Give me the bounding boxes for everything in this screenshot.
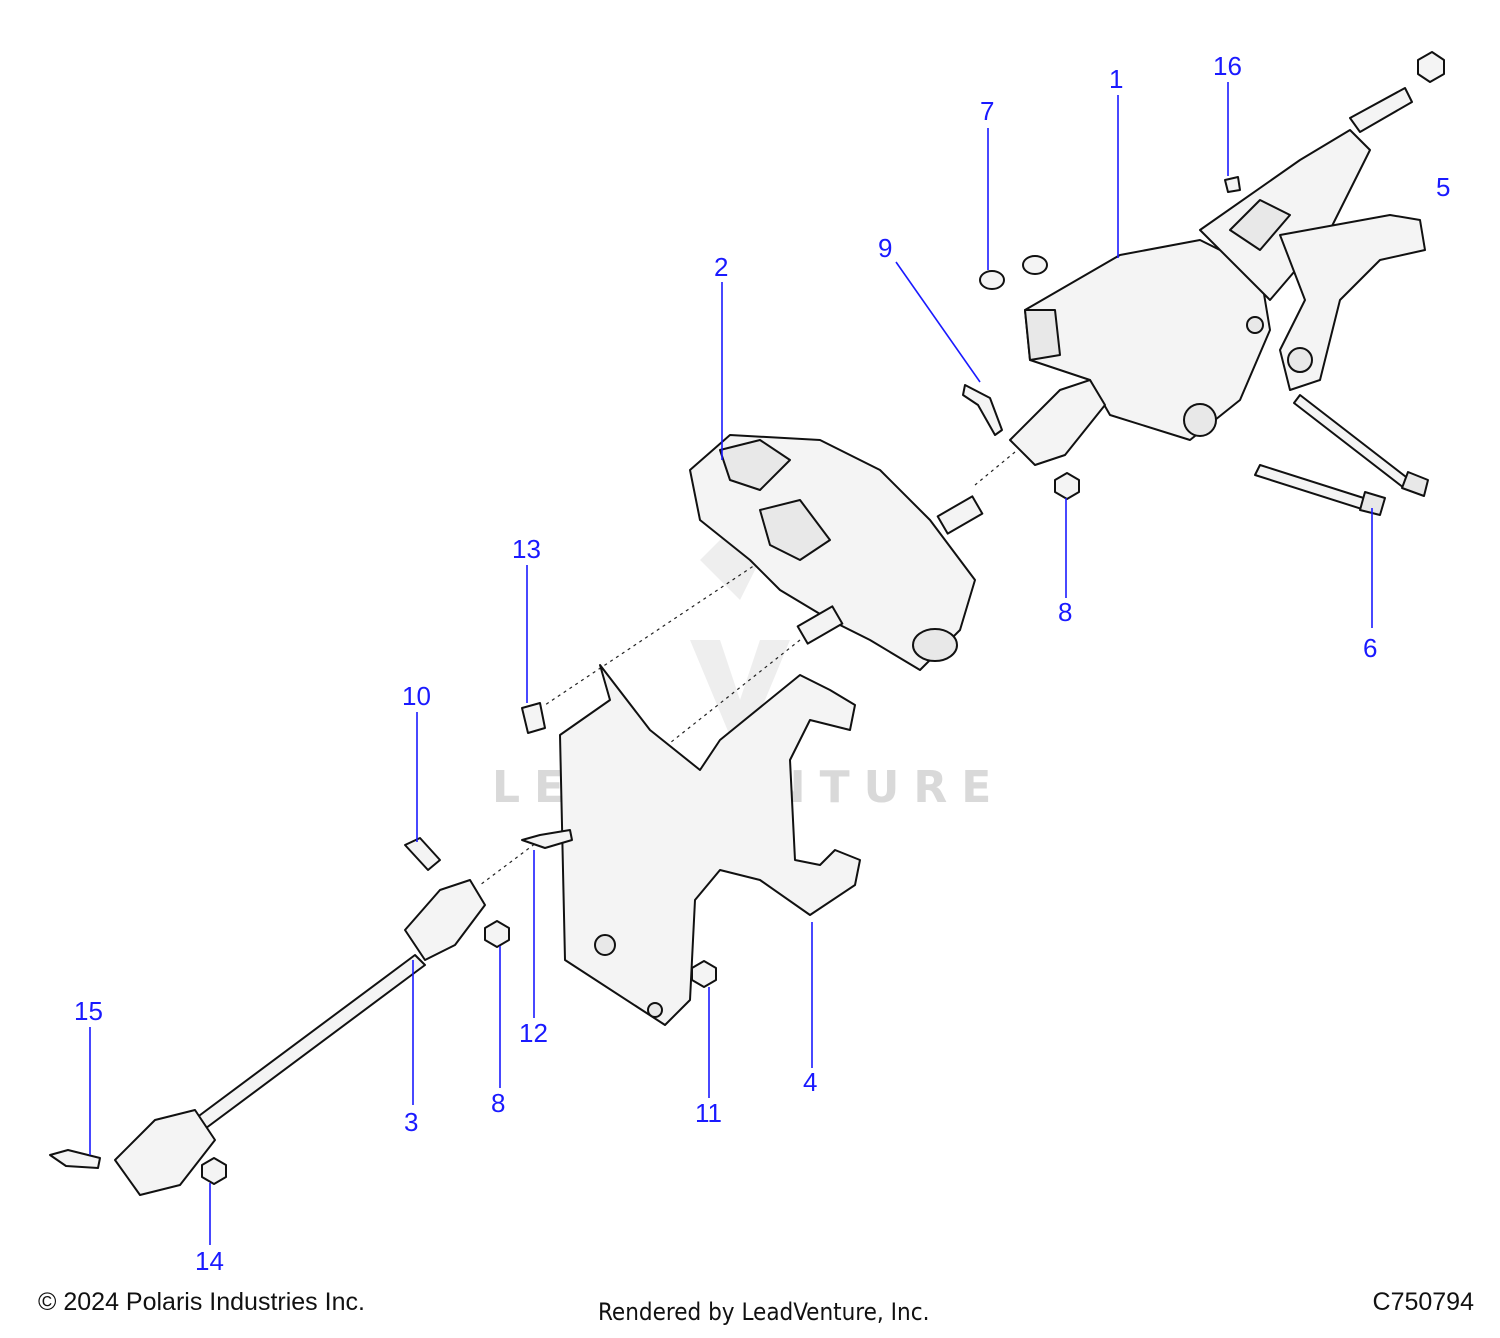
- nut: [201, 1157, 227, 1185]
- callout-16: 16: [1213, 51, 1242, 81]
- steering-column-assembly: [1009, 87, 1426, 466]
- nut: [691, 960, 717, 988]
- callout-12: 12: [519, 1018, 548, 1048]
- flange-bolt: [49, 1149, 101, 1169]
- callout-6: 6: [1363, 633, 1377, 663]
- nut: [484, 920, 510, 948]
- leader-lines: [89, 82, 1373, 1245]
- callout-4: 4: [803, 1067, 817, 1097]
- callout-5: 5: [1436, 172, 1450, 202]
- flange-bolt: [521, 829, 573, 849]
- callout-8: 8: [491, 1088, 505, 1118]
- axis-line: [974, 451, 1016, 486]
- nut: [1054, 472, 1080, 500]
- nut: [1417, 51, 1445, 83]
- callout-1: 1: [1109, 64, 1123, 94]
- callout-2: 2: [714, 252, 728, 282]
- bolt: [404, 837, 441, 871]
- axis-line: [544, 554, 771, 706]
- axis-line: [479, 839, 541, 886]
- callout-9: 9: [878, 233, 892, 263]
- bolt: [521, 702, 546, 734]
- axis-line: [559, 639, 801, 831]
- callout-11: 11: [695, 1098, 722, 1128]
- callout-8: 8: [1058, 597, 1072, 627]
- callout-15: 15: [74, 996, 103, 1026]
- washer: [979, 255, 1048, 290]
- long-bolts: [1254, 394, 1429, 516]
- power-steering-unit: [689, 434, 984, 671]
- copyright-text: © 2024 Polaris Industries Inc.: [38, 1288, 365, 1316]
- rendered-by-text: Rendered by LeadVenture, Inc.: [598, 1298, 930, 1326]
- diagram-code: C750794: [1372, 1288, 1474, 1316]
- intermediate-shaft: [114, 879, 486, 1196]
- callout-14: 14: [195, 1246, 224, 1276]
- mounting-bracket: [559, 664, 861, 1026]
- callout-3: 3: [404, 1107, 418, 1137]
- bolt-16: [1224, 176, 1241, 193]
- callout-10: 10: [402, 681, 431, 711]
- bolt: [962, 384, 1003, 436]
- callout-13: 13: [512, 534, 541, 564]
- callout-7: 7: [980, 96, 994, 126]
